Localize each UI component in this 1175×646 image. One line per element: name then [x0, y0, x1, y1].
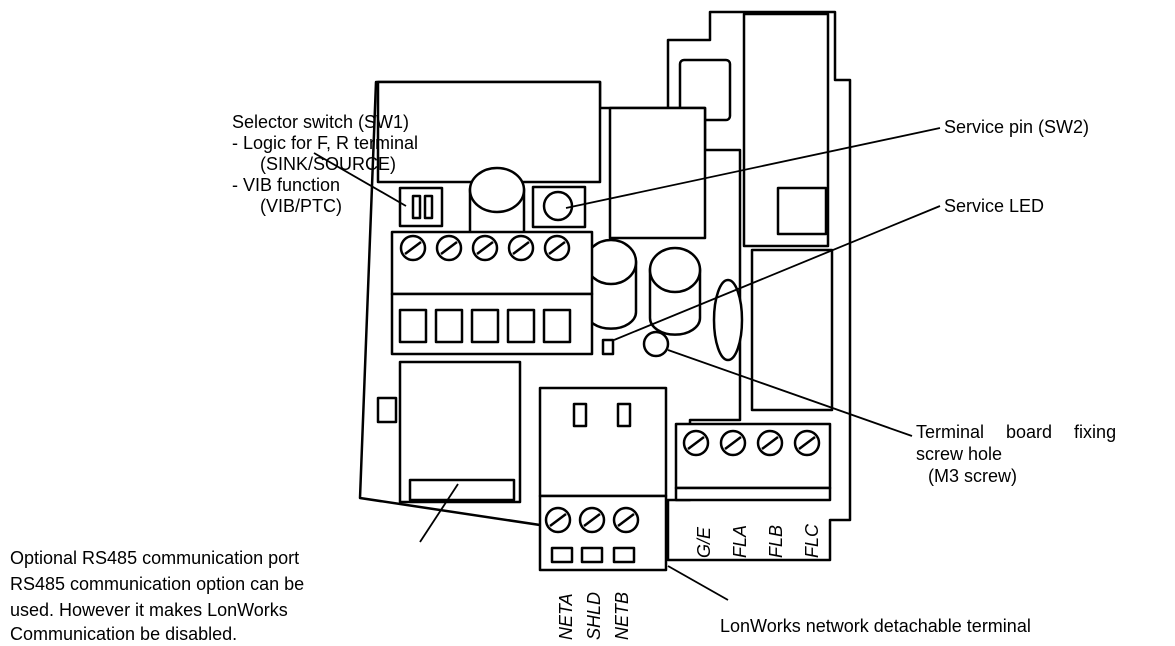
rs485-label-2: RS485 communication option can be [10, 574, 305, 594]
terminal-flb-label: FLB [766, 524, 786, 558]
fixing-hole-label-3: (M3 screw) [928, 466, 1017, 486]
vib-values-label: (VIB/PTC) [260, 196, 343, 216]
rs485-label-4: Communication be disabled. [10, 624, 238, 644]
terminal-ge-label: G/E [694, 526, 714, 558]
logic-values-label: (SINK/SOURCE) [260, 154, 397, 174]
logic-label: - Logic for F, R terminal [232, 133, 419, 153]
terminal-flc-label: FLC [802, 523, 822, 558]
leader-rs485 [419, 483, 459, 543]
vib-label: - VIB function [232, 175, 341, 195]
terminal-neta-label: NETA [556, 593, 576, 640]
leader-lonworks [667, 565, 729, 601]
rs485-label-3: used. However it makes LonWorks [10, 600, 288, 620]
terminal-shld-label: SHLD [584, 591, 604, 640]
leader-sw1 [313, 152, 407, 207]
terminal-netb-label: NETB [612, 591, 632, 640]
selector-switch-label: Selector switch (SW1) [232, 112, 410, 132]
service-led-label: Service LED [944, 196, 1045, 216]
fixing-hole-label-2: screw hole [916, 444, 1003, 464]
rs485-label-1: Optional RS485 communication port [10, 548, 300, 568]
fixing-hole-label-1: Terminal board fixing [916, 422, 1117, 442]
terminal-fla-label: FLA [730, 524, 750, 558]
lonworks-terminal-label: LonWorks network detachable terminal [720, 616, 1031, 636]
leader-sw2 [565, 127, 941, 209]
service-pin-label: Service pin (SW2) [944, 117, 1090, 137]
leader-led [613, 205, 941, 341]
leader-hole [667, 349, 913, 437]
